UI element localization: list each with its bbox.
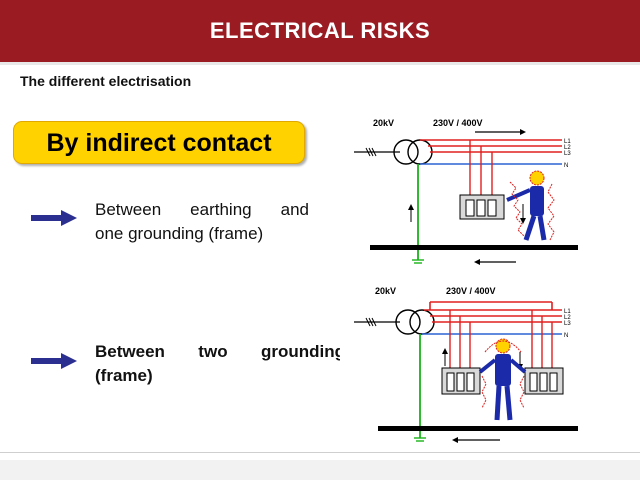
equipment-frame-icon bbox=[441, 367, 481, 395]
footer-divider bbox=[0, 452, 640, 453]
line-label-n: N bbox=[564, 163, 568, 169]
footer-bar bbox=[0, 460, 640, 480]
arrow-right-icon bbox=[31, 353, 77, 369]
equipment-frame-icon bbox=[459, 194, 505, 220]
hv-label: 20kV bbox=[375, 286, 396, 296]
line-label-l3: L3 bbox=[564, 151, 571, 157]
header-bar: ELECTRICAL RISKS bbox=[0, 0, 640, 62]
lv-label: 230V / 400V bbox=[446, 286, 496, 296]
section-subtitle: The different electrisation bbox=[20, 73, 192, 89]
bullet-1-line-2: one grounding (frame) bbox=[95, 224, 264, 243]
line-label-l3: L3 bbox=[564, 321, 571, 327]
equipment-frame-icon bbox=[524, 367, 564, 395]
diagram-earth-frame: 20kV 230V / 400V L1 L2 L3 N bbox=[340, 110, 590, 270]
topic-badge-label: By indirect contact bbox=[46, 129, 272, 157]
bullet-text-2: Between two grounding (frame) bbox=[95, 340, 345, 388]
line-label-l2: L2 bbox=[564, 315, 571, 321]
topic-badge: By indirect contact bbox=[13, 121, 305, 164]
header-divider bbox=[0, 62, 640, 65]
bullet-2-line-1: Between two grounding bbox=[95, 342, 345, 361]
bullet-text-1: Between earthing and one grounding (fram… bbox=[95, 198, 309, 246]
diagram-two-frames: 20kV 230V / 400V L1 L2 L3 N bbox=[340, 280, 590, 450]
person-icon bbox=[506, 170, 555, 241]
line-label-l1: L1 bbox=[564, 139, 571, 145]
line-label-l2: L2 bbox=[564, 145, 571, 151]
bullet-1-line-1: Between earthing and bbox=[95, 200, 309, 219]
ground-surface bbox=[370, 245, 578, 250]
arrow-right-icon bbox=[31, 210, 77, 226]
person-icon bbox=[478, 338, 527, 421]
line-label-n: N bbox=[564, 333, 568, 339]
lv-label: 230V / 400V bbox=[433, 118, 483, 128]
bullet-2-line-2: (frame) bbox=[95, 366, 153, 385]
slide-title: ELECTRICAL RISKS bbox=[209, 18, 431, 43]
hv-label: 20kV bbox=[373, 118, 394, 128]
line-label-l1: L1 bbox=[564, 309, 571, 315]
ground-surface bbox=[378, 426, 578, 431]
